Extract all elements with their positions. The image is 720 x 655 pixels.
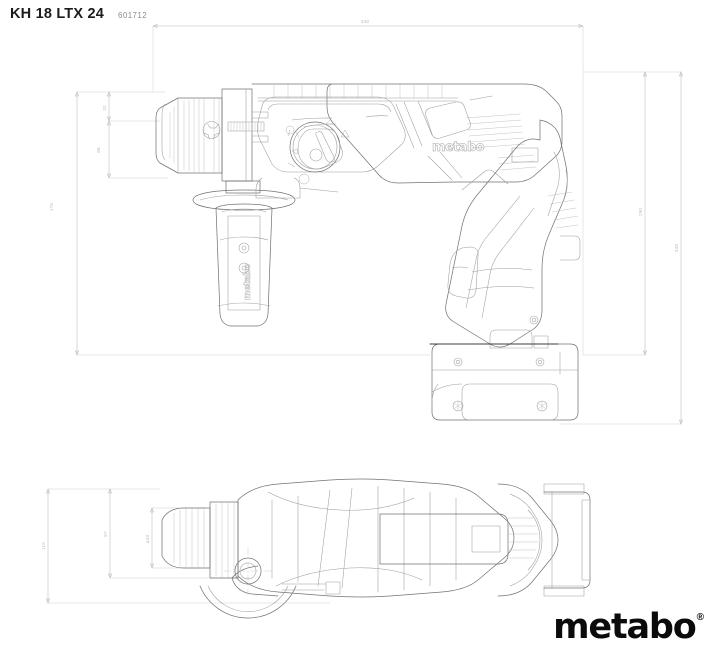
battery-pack — [429, 315, 579, 421]
chuck-collar — [221, 88, 269, 182]
dim-grip-to-top: 290 — [638, 208, 643, 217]
body-logo-text: metabo — [432, 140, 485, 155]
side-view-tool: metabo — [155, 83, 581, 421]
drawing-header: KH 18 LTX 24 601712 — [10, 6, 147, 22]
brand-logo: metabo ® — [553, 610, 704, 645]
dim-head-height: 88 — [96, 147, 101, 153]
dim-overall-length: 338 — [361, 19, 370, 24]
dim-chuck-height: 32 — [102, 105, 107, 111]
mode-selector-dial[interactable] — [285, 117, 350, 185]
catalog-number: 601712 — [118, 11, 148, 20]
housing-vents — [395, 95, 539, 191]
body-brand-logo: metabo — [432, 140, 486, 156]
dim-body-height: 176 — [49, 203, 54, 212]
side-view-dimensions: 338 32 88 176 — [49, 19, 684, 425]
top-view-dimensions: 115 87 ø43 — [41, 488, 330, 604]
brand-wordmark: metabo — [553, 607, 697, 647]
battery-screws — [452, 357, 548, 412]
grip-logo-text: metabo — [243, 264, 253, 300]
dim-overall-height: 348 — [674, 244, 679, 253]
dim-body-width: 87 — [103, 531, 108, 537]
gear-housing — [251, 83, 563, 184]
dim-chuck-diameter: ø43 — [145, 535, 150, 544]
sds-chuck — [155, 97, 223, 174]
registered-trademark-icon: ® — [696, 612, 704, 623]
page-title: KH 18 LTX 24 — [10, 6, 104, 22]
auxiliary-handle: metabo — [192, 180, 296, 327]
top-view-tool — [161, 478, 591, 619]
mode-icons — [285, 117, 350, 185]
dim-overall-width: 115 — [41, 542, 46, 550]
depth-stop-bracket — [255, 177, 339, 199]
